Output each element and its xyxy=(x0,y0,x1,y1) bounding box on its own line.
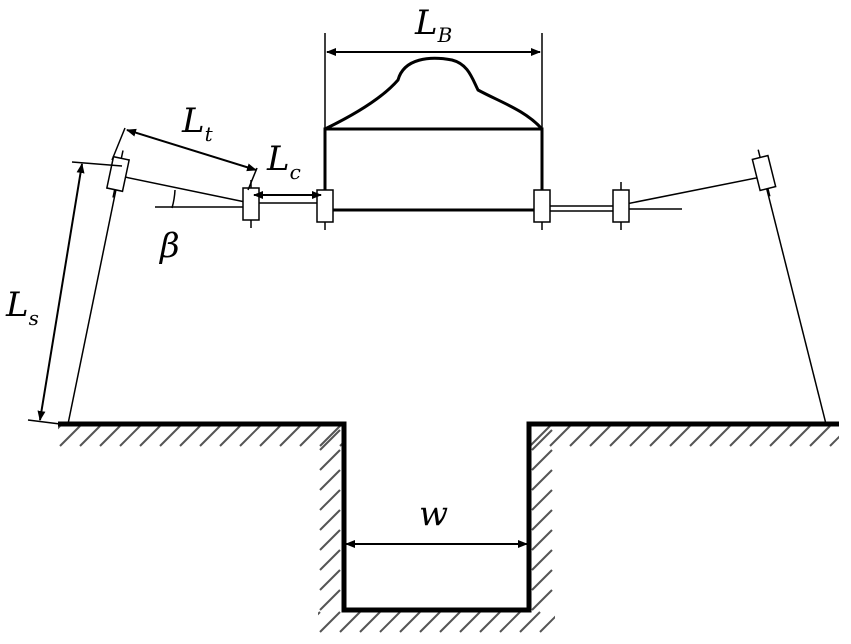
hatch-mark xyxy=(59,425,81,447)
joint-left-knee xyxy=(105,150,131,198)
hatch-mark xyxy=(199,425,221,447)
hatch-mark xyxy=(319,611,341,633)
left-leg xyxy=(67,169,121,425)
trench-ground-profile xyxy=(58,421,839,613)
label-lt: Lt xyxy=(181,101,214,146)
body-rectangle xyxy=(323,127,544,212)
label-ls: Ls xyxy=(5,285,39,330)
hatch-mark xyxy=(319,469,341,491)
hatch-mark xyxy=(359,611,381,633)
hatch-mark xyxy=(531,429,553,451)
beta-angle-arc xyxy=(171,189,176,209)
hatch-mark xyxy=(459,611,481,633)
hatch-mark xyxy=(379,611,401,633)
hatch-mark xyxy=(58,425,61,430)
hatch-mark xyxy=(318,611,321,616)
hatch-mark xyxy=(319,529,341,551)
hatch-mark xyxy=(531,469,553,491)
vehicle-body xyxy=(323,56,544,212)
hatch-mark xyxy=(609,425,631,447)
hatch-mark xyxy=(809,425,831,447)
label-beta: β xyxy=(158,226,180,266)
hatch-mark xyxy=(319,449,341,471)
hatch-mark xyxy=(139,425,161,447)
hatch-mark xyxy=(319,429,341,451)
joint-left-body xyxy=(316,182,334,230)
hatch-mark xyxy=(769,425,791,447)
hatch-mark xyxy=(531,549,553,571)
hatch-mark xyxy=(529,425,551,447)
hatch-mark xyxy=(399,611,421,633)
hatch-mark xyxy=(531,569,553,591)
hatch-mark xyxy=(499,611,521,633)
dimension-lt xyxy=(111,127,258,191)
hatch-mark xyxy=(569,425,591,447)
hatch-mark xyxy=(531,449,553,471)
hatch-mark xyxy=(239,425,261,447)
hatch-mark xyxy=(560,612,580,632)
hatch-mark xyxy=(669,425,691,447)
hatch-mark xyxy=(439,611,461,633)
hatch-mark xyxy=(539,615,555,633)
hatch-mark xyxy=(79,425,101,447)
hatch-mark xyxy=(299,425,321,447)
label-w: w xyxy=(419,494,448,534)
hatch-mark xyxy=(689,425,711,447)
hatch-mark xyxy=(319,549,341,571)
hatch-mark xyxy=(549,425,571,447)
hatch-mark xyxy=(749,425,771,447)
dimension-ls xyxy=(27,161,123,425)
hatch-mark xyxy=(119,425,141,447)
joint-right-hip xyxy=(612,182,630,230)
joint-right-knee xyxy=(751,149,777,197)
hatch-mark xyxy=(319,569,341,591)
hatch-mark xyxy=(319,509,341,531)
joint-left-hip xyxy=(242,180,260,228)
hatch-mark xyxy=(319,589,341,611)
label-lb: LB xyxy=(414,3,452,47)
hatch-mark xyxy=(531,589,553,611)
ground-hatching xyxy=(58,425,839,633)
hatch-mark xyxy=(589,425,611,447)
hatch-mark xyxy=(531,509,553,531)
label-lc: Lc xyxy=(266,139,301,184)
hatch-mark xyxy=(729,425,751,447)
right-thigh-link xyxy=(620,175,767,206)
right-leg xyxy=(761,169,827,425)
hatch-mark xyxy=(360,426,380,446)
left-thigh-link xyxy=(119,175,251,204)
hatch-mark xyxy=(629,425,651,447)
hatch-mark xyxy=(319,425,341,447)
hatch-mark xyxy=(829,435,839,447)
hatch-mark xyxy=(259,425,281,447)
hatch-mark xyxy=(219,425,241,447)
hatch-mark xyxy=(179,425,201,447)
hatch-mark xyxy=(649,425,671,447)
hatch-mark xyxy=(419,611,441,633)
hatch-mark xyxy=(531,489,553,511)
hatch-mark xyxy=(99,425,121,447)
hatch-mark xyxy=(519,611,541,633)
hatch-mark xyxy=(159,425,181,447)
hatch-mark xyxy=(279,425,301,447)
body-bulge xyxy=(324,56,544,131)
hatch-mark xyxy=(531,529,553,551)
hatch-mark xyxy=(339,611,361,633)
hatch-mark xyxy=(789,425,811,447)
hatch-mark xyxy=(479,611,501,633)
dimension-lb xyxy=(324,33,543,129)
hatch-mark xyxy=(709,425,731,447)
joint-right-body xyxy=(533,182,551,230)
hatch-mark xyxy=(319,489,341,511)
